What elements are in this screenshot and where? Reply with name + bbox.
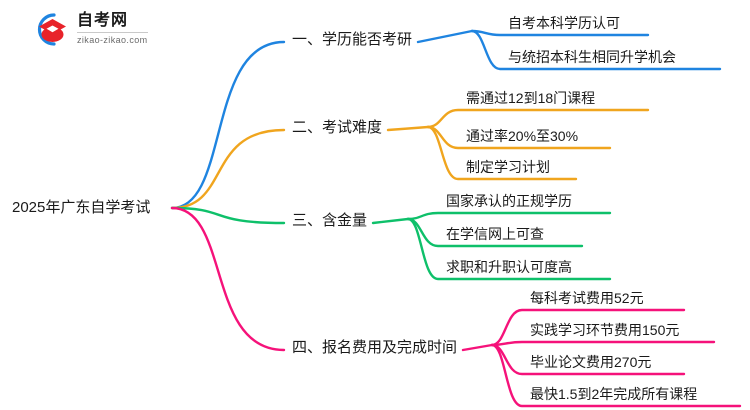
branch-node-3[interactable]: 三、含金量 bbox=[292, 212, 368, 229]
branch-node-1[interactable]: 一、学历能否考研 bbox=[292, 31, 413, 48]
leaf-node-3-1[interactable]: 国家承认的正规学历 bbox=[446, 193, 572, 209]
leaf-node-4-3[interactable]: 毕业论文费用270元 bbox=[530, 354, 652, 370]
leaf-node-1-2[interactable]: 与统招本科生相同升学机会 bbox=[508, 49, 676, 65]
leaf-node-1-1[interactable]: 自考本科学历认可 bbox=[508, 15, 620, 31]
branch-node-2[interactable]: 二、考试难度 bbox=[292, 119, 383, 136]
logo-wordmark: 自考网 zikao-zikao.com bbox=[77, 13, 148, 45]
site-logo: 自考网 zikao-zikao.com bbox=[30, 10, 148, 48]
root-node: 2025年广东自学考试 bbox=[12, 199, 151, 216]
leaf-node-4-2[interactable]: 实践学习环节费用150元 bbox=[530, 322, 680, 338]
leaf-node-4-4[interactable]: 最快1.5到2年完成所有课程 bbox=[530, 386, 698, 402]
branch-node-4[interactable]: 四、报名费用及完成时间 bbox=[292, 339, 458, 356]
leaf-node-4-1[interactable]: 每科考试费用52元 bbox=[530, 290, 644, 306]
leaf-node-3-3[interactable]: 求职和升职认可度高 bbox=[446, 259, 572, 275]
leaf-node-3-2[interactable]: 在学信网上可查 bbox=[446, 226, 544, 242]
leaf-node-2-3[interactable]: 制定学习计划 bbox=[466, 159, 550, 175]
logo-site-name: 自考网 bbox=[77, 13, 148, 33]
graduation-cap-icon bbox=[30, 10, 70, 48]
leaf-node-2-1[interactable]: 需通过12到18门课程 bbox=[466, 90, 596, 106]
leaf-node-2-2[interactable]: 通过率20%至30% bbox=[466, 128, 579, 144]
logo-domain: zikao-zikao.com bbox=[77, 35, 148, 45]
